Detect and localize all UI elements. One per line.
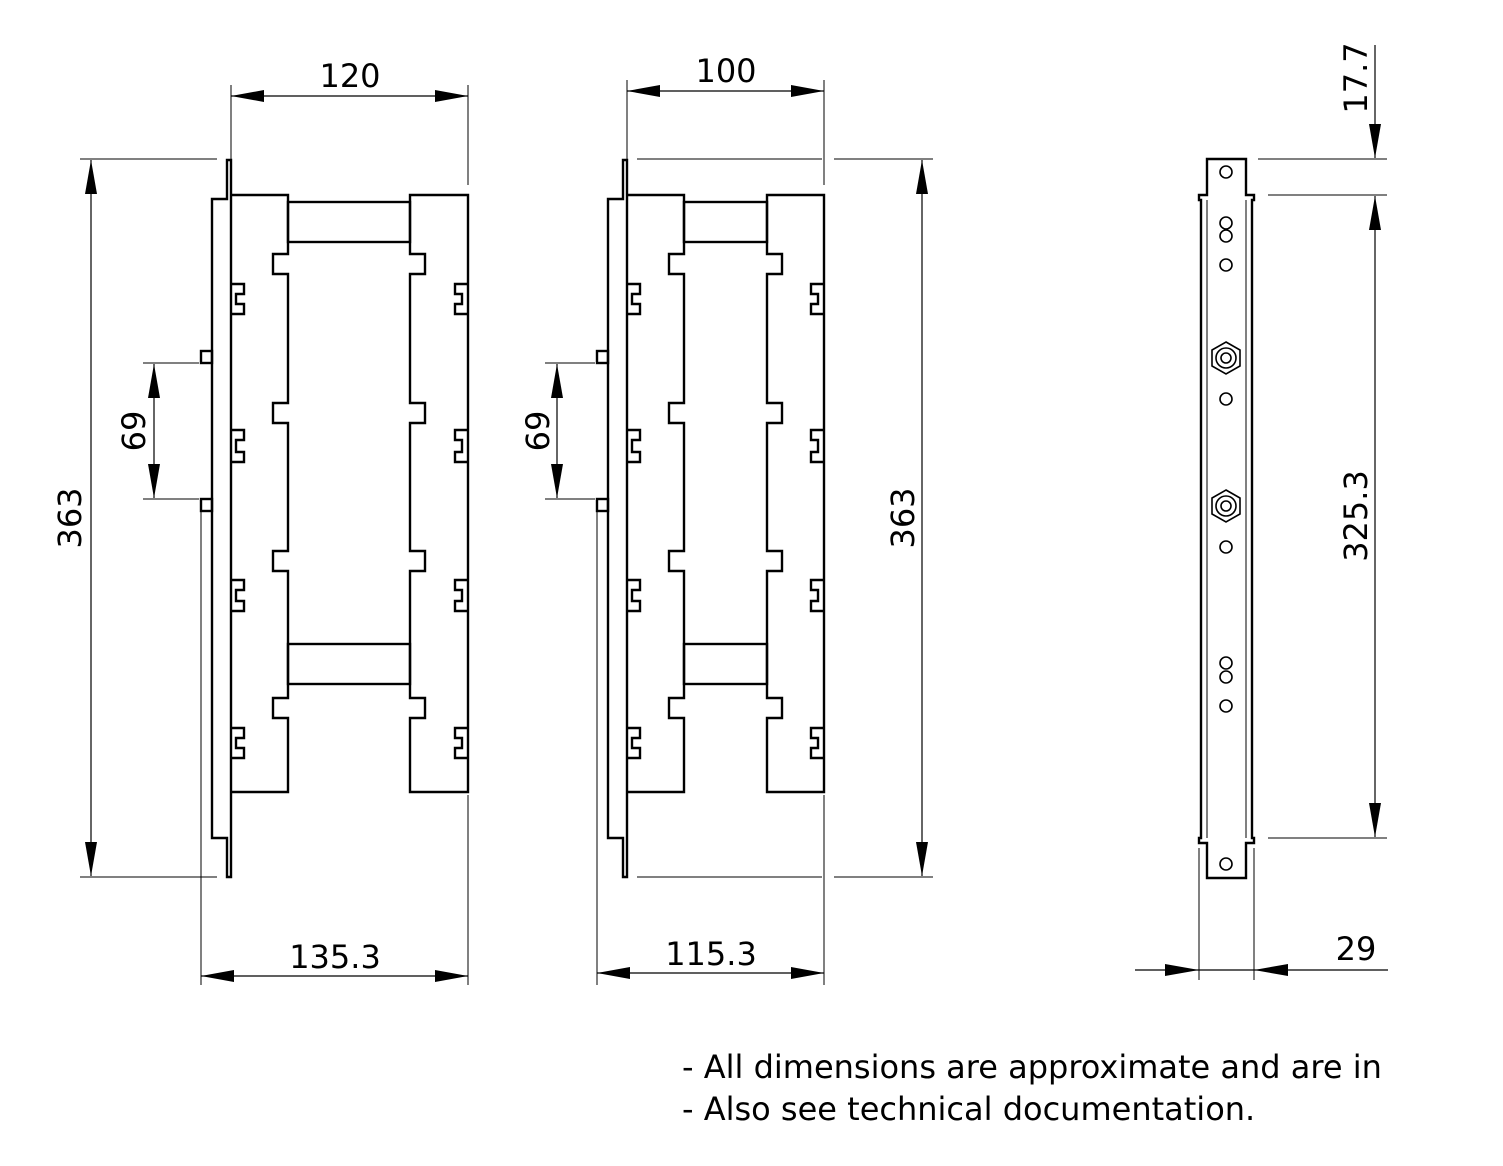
- side-hole: [1219, 216, 1233, 230]
- middle-dimension-lines: [556, 90, 923, 974]
- notes: - All dimensions are approximate and are…: [682, 1046, 1382, 1130]
- side-stud-core-top: [1220, 352, 1232, 364]
- side-arrow-offset-down: [1369, 124, 1381, 158]
- middle-top-width-label: 100: [695, 52, 756, 90]
- middle-arrow-height-t: [916, 160, 928, 194]
- middle-plate-lug-top: [595, 349, 610, 365]
- left-arrow-bottom-l: [201, 970, 234, 982]
- left-arrowheads: [85, 90, 468, 982]
- middle-arrow-top-l: [627, 85, 660, 97]
- middle-extension-lines: [545, 80, 933, 985]
- left-rail-inner: [231, 193, 290, 794]
- middle-height-label: 363: [884, 487, 922, 548]
- side-top-offset-label: 17.7: [1337, 42, 1375, 113]
- side-arrow-span-t: [1369, 196, 1381, 230]
- side-hole: [1219, 229, 1233, 243]
- left-crossbar-bottom: [286, 642, 412, 686]
- side-stud-nut-bottom: [1211, 489, 1241, 523]
- left-top-width-label: 120: [319, 57, 380, 95]
- left-plate-lug-bottom: [199, 497, 214, 513]
- side-hole: [1219, 392, 1233, 406]
- left-arrow-pitch-t: [148, 364, 160, 398]
- middle-crossbar-top: [682, 200, 769, 244]
- side-profile-inner-lines: [1206, 200, 1247, 838]
- side-width-label: 29: [1336, 930, 1377, 968]
- middle-arrow-height-b: [916, 842, 928, 876]
- middle-arrow-top-r: [791, 85, 824, 97]
- side-hole: [1219, 699, 1233, 713]
- left-rail-outer: [408, 193, 470, 794]
- left-plate-lug-top: [199, 349, 214, 365]
- side-hole: [1219, 656, 1233, 670]
- left-height-label: 363: [51, 487, 89, 548]
- left-view: 120 363 69 135.3: [51, 57, 470, 985]
- side-hole: [1219, 540, 1233, 554]
- middle-crossbar-bottom: [682, 642, 769, 686]
- left-mounting-plate: [210, 158, 233, 879]
- side-stud-core-bottom: [1220, 500, 1232, 512]
- note-line: - All dimensions are approximate and are…: [682, 1048, 1382, 1086]
- side-holes: [1219, 165, 1233, 871]
- left-arrow-top-l: [231, 90, 264, 102]
- middle-rail-inner: [627, 193, 686, 794]
- middle-rail-outer: [765, 193, 826, 794]
- left-pitch-label: 69: [115, 411, 153, 452]
- middle-plate-lug-bottom: [595, 497, 610, 513]
- side-view: 17.7 325.3 29: [1135, 42, 1388, 980]
- left-arrow-height-b: [85, 842, 97, 876]
- side-stud-washer-top: [1215, 347, 1237, 369]
- middle-mounting-plate: [606, 158, 629, 879]
- middle-rail-notches: [627, 282, 824, 760]
- side-extension-lines: [1198, 158, 1387, 980]
- note-line: - Also see technical documentation.: [682, 1090, 1256, 1128]
- side-stud-nut-top: [1211, 341, 1241, 375]
- side-arrow-span-b: [1369, 803, 1381, 837]
- middle-arrowheads: [551, 85, 928, 979]
- side-hole: [1219, 670, 1233, 684]
- middle-bottom-width-label: 115.3: [665, 935, 757, 973]
- left-extension-lines: [80, 85, 469, 985]
- side-hole: [1219, 857, 1233, 871]
- side-hole-span-label: 325.3: [1337, 470, 1375, 562]
- middle-pitch-label: 69: [519, 411, 557, 452]
- left-arrow-bottom-r: [435, 970, 468, 982]
- middle-arrow-bottom-r: [791, 967, 824, 979]
- left-arrow-pitch-b: [148, 464, 160, 498]
- left-rail-notches: [231, 282, 468, 760]
- side-arrow-width-l: [1165, 964, 1199, 976]
- left-bottom-width-label: 135.3: [289, 938, 381, 976]
- side-studs: [1211, 341, 1241, 523]
- middle-arrow-pitch-b: [551, 464, 563, 498]
- side-stud-washer-bottom: [1215, 495, 1237, 517]
- side-arrow-width-r: [1254, 964, 1288, 976]
- left-arrow-height-t: [85, 160, 97, 194]
- side-hole: [1219, 165, 1233, 179]
- left-dimension-lines: [90, 95, 468, 977]
- middle-arrow-pitch-t: [551, 364, 563, 398]
- middle-arrow-bottom-l: [597, 967, 630, 979]
- middle-view: 100 363 69 115.3: [519, 52, 933, 985]
- side-profile-outline: [1197, 157, 1256, 880]
- left-crossbar-top: [286, 200, 412, 244]
- side-arrowheads: [1165, 124, 1381, 976]
- side-hole: [1219, 258, 1233, 272]
- left-arrow-top-r: [435, 90, 468, 102]
